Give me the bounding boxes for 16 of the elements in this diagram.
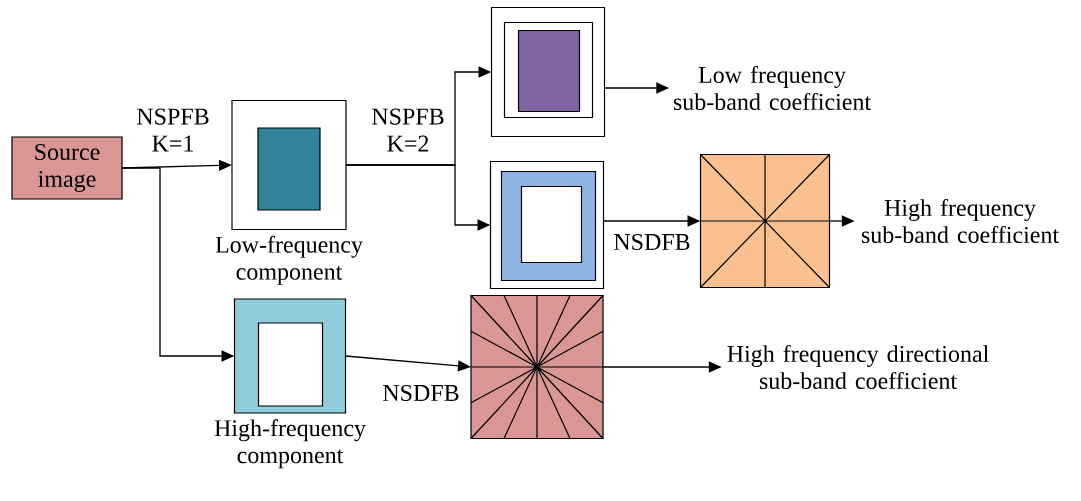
edge-label: NSDFB [612, 232, 692, 252]
image-block-drawing [231, 99, 347, 231]
coefficient-label: High frequency sub-band coefficient [861, 198, 1059, 244]
directional-filter-drawing [470, 294, 604, 440]
coefficient-label: High frequency directional sub-band coefficient [727, 344, 989, 390]
directional-filter-drawing [699, 153, 831, 289]
component-caption: High-frequency component [214, 419, 366, 469]
image-block-drawing [490, 6, 606, 138]
edge-label: NSPFB K=2 [364, 107, 452, 153]
coefficient-label: Low frequency sub-band coefficient [673, 65, 871, 111]
image-block-drawing [233, 298, 347, 414]
image-block-drawing [489, 160, 605, 290]
source-image-box: Source image [11, 136, 123, 200]
edge-label: NSPFB K=1 [129, 107, 217, 153]
component-caption: Low-frequency component [215, 235, 363, 285]
edge-label: NSDFB [381, 383, 461, 403]
